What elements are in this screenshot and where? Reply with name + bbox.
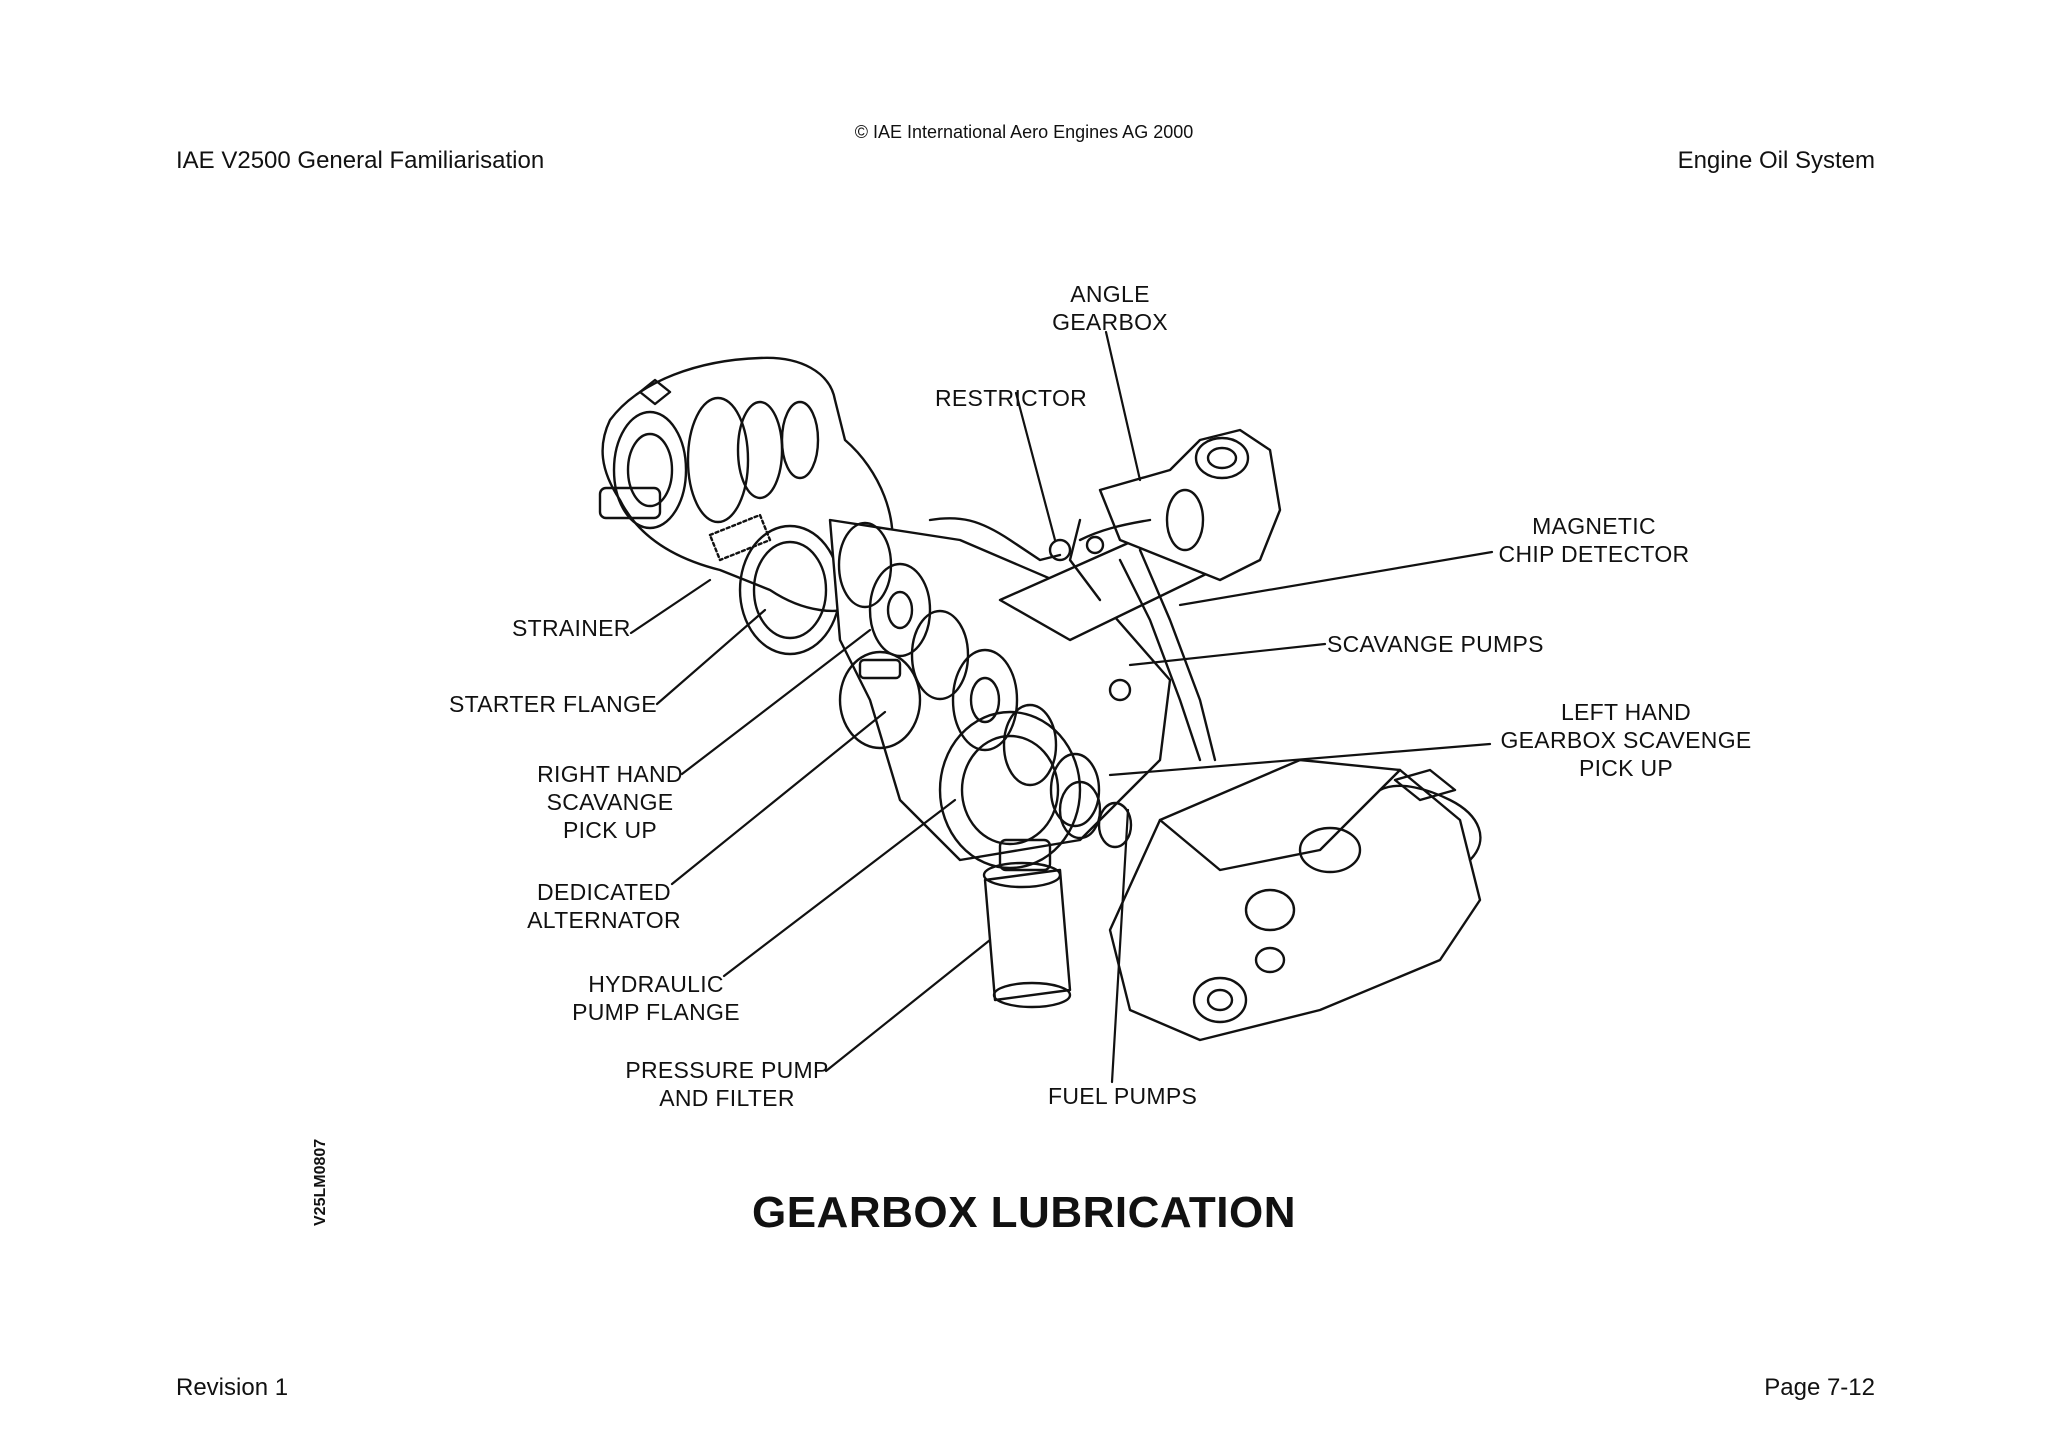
figure-title: GEARBOX LUBRICATION [751, 1188, 1296, 1237]
copyright-notice: © IAE International Aero Engines AG 2000 [854, 122, 1194, 142]
label-strainer: STRAINER [512, 615, 631, 641]
document-title: IAE V2500 General Familiarisation [176, 147, 545, 174]
page-number: Page 7-12 [1764, 1374, 1875, 1401]
label-starter-flange: STARTER FLANGE [449, 691, 657, 717]
label-restrictor: RESTRICTOR [935, 385, 1088, 411]
label-scavange-pumps: SCAVANGE PUMPS [1327, 631, 1544, 657]
revision-label: Revision 1 [176, 1374, 289, 1401]
label-fuel-pumps: FUEL PUMPS [1048, 1083, 1198, 1109]
section-title: Engine Oil System [1677, 147, 1875, 174]
